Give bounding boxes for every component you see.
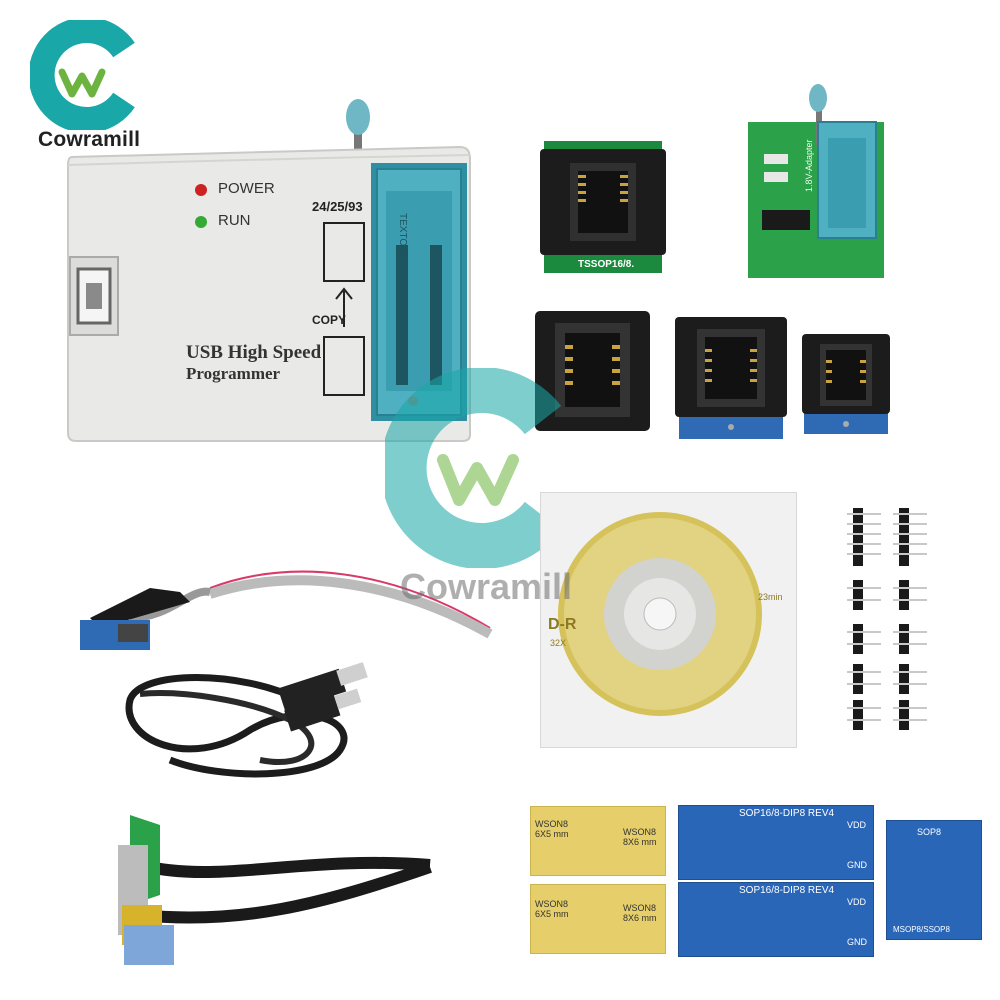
sop8-socket-small xyxy=(802,334,890,434)
tssop-adapter: TSSOP16/8. xyxy=(540,137,666,277)
software-cd: D-R 32X 23min xyxy=(539,491,798,749)
sop-dip-top-title: SOP16/8-DIP8 REV4 xyxy=(739,808,835,819)
cd-text-left: D-R xyxy=(548,616,577,633)
sop-dip-board-bottom: SOP16/8-DIP8 REV4 VDD GND xyxy=(678,882,874,957)
run-led-label: RUN xyxy=(218,212,251,229)
sop-dip-top-vdd: VDD xyxy=(847,820,867,830)
wson-top-left-label: WSON8 6X5 mm xyxy=(535,819,569,839)
msop-top-label: SOP8 xyxy=(917,827,942,837)
msop-bottom-label: MSOP8/SSOP8 xyxy=(893,925,950,934)
cd-minutes: 23min xyxy=(758,592,783,602)
wson-bottom-right-label: WSON8 8X6 mm xyxy=(623,903,657,923)
sop-dip-board-top: SOP16/8-DIP8 REV4 VDD GND xyxy=(678,805,874,880)
sop8-socket-medium xyxy=(675,317,787,439)
v18-adapter-label: 1.8V-Adapter xyxy=(804,139,814,192)
sop-dip-bottom-gnd: GND xyxy=(847,937,867,947)
usb-cable xyxy=(125,662,368,778)
pin-headers xyxy=(847,508,927,730)
tssop-adapter-label: TSSOP16/8. xyxy=(578,259,635,270)
chip-types-label: 24/25/93 xyxy=(312,199,363,214)
lvds-cable xyxy=(118,815,432,965)
cd-sleeve xyxy=(539,491,798,749)
wson-adapter-board-top: WSON8 6X5 mm WSON8 8X6 mm xyxy=(530,806,666,876)
sop-dip-top-gnd: GND xyxy=(847,860,867,870)
programmer-title-line2: Programmer xyxy=(186,364,281,383)
brand-logo-icon xyxy=(30,20,135,130)
sop-dip-bottom-vdd: VDD xyxy=(847,897,867,907)
sop8-socket-large xyxy=(535,311,650,431)
programmer-title: USB High Speed Programmer xyxy=(186,342,321,384)
cd-speed: 32X xyxy=(550,638,567,648)
copy-label: COPY xyxy=(312,313,347,327)
wson-adapter-board-bottom: WSON8 6X5 mm WSON8 8X6 mm xyxy=(530,884,666,954)
socket-label: TEXTOOL xyxy=(397,213,408,260)
msop-ssop-board: SOP8 MSOP8/SSOP8 xyxy=(886,820,982,940)
wson-top-right-label: WSON8 8X6 mm xyxy=(623,827,657,847)
v18-adapter: 1.8V-Adapter xyxy=(744,82,888,280)
power-led-label: POWER xyxy=(218,180,275,197)
watermark-logo-icon xyxy=(385,368,562,568)
sop-dip-bottom-title: SOP16/8-DIP8 REV4 xyxy=(739,885,835,896)
brand-name: Cowramill xyxy=(38,128,141,151)
watermark-text: Cowramill xyxy=(400,566,573,607)
wson-bottom-left-label: WSON8 6X5 mm xyxy=(535,899,569,919)
programmer-title-line1: USB High Speed xyxy=(186,342,322,363)
soic-test-clip xyxy=(80,570,493,650)
